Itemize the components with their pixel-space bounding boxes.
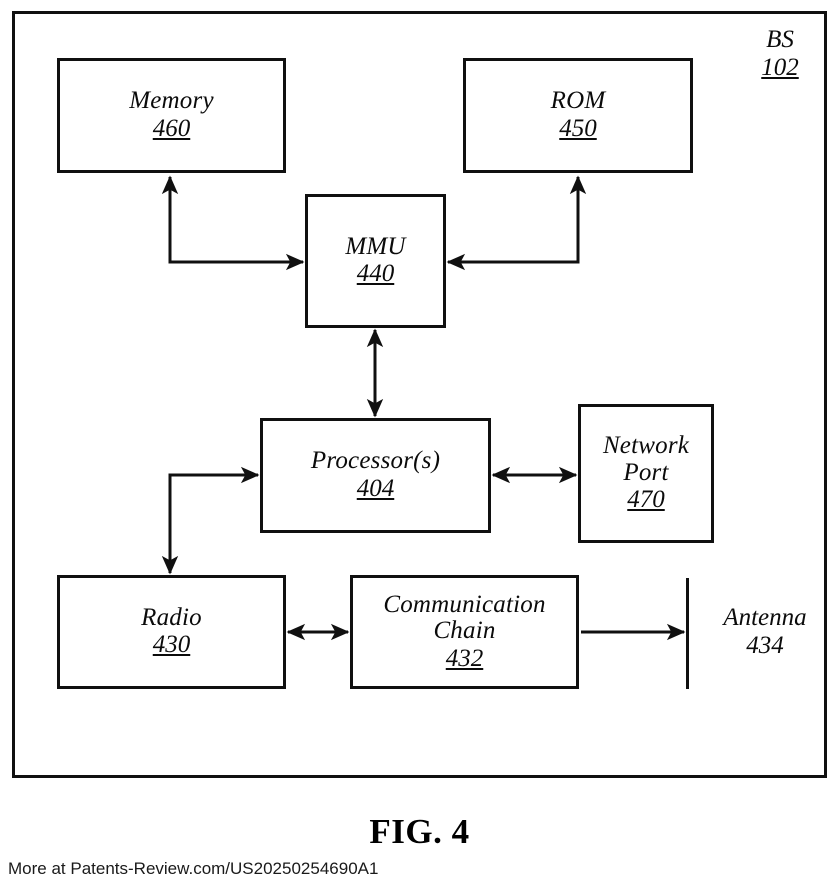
- antenna-label: Antenna: [723, 604, 807, 631]
- antenna-rod-icon: [686, 578, 689, 689]
- enclosure-callout-number: 102: [761, 53, 799, 81]
- block-mmu-number: 440: [356, 260, 395, 288]
- block-rom-label: ROM: [550, 87, 606, 115]
- block-processor-number: 404: [356, 474, 395, 502]
- block-mmu: MMU 440: [305, 194, 446, 328]
- block-communication-chain: Communication Chain 432: [350, 575, 579, 689]
- antenna-number: 434: [746, 631, 784, 659]
- block-communication-chain-number: 432: [445, 644, 484, 672]
- block-network-port-label-line2: Port: [623, 458, 669, 486]
- block-processor: Processor(s) 404: [260, 418, 491, 533]
- block-network-port-label-line1: Network: [602, 432, 690, 459]
- block-communication-chain-label-line1: Communication: [383, 590, 546, 618]
- block-network-port-number: 470: [627, 486, 665, 513]
- block-radio-number: 430: [152, 631, 191, 659]
- block-memory-number: 460: [152, 114, 191, 142]
- block-radio-label: Radio: [141, 603, 202, 631]
- block-rom: ROM 450: [463, 58, 693, 173]
- block-mmu-label: MMU: [345, 232, 406, 260]
- block-processor-label: Processor(s): [310, 447, 441, 475]
- source-watermark: More at Patents-Review.com/US20250254690…: [8, 859, 379, 878]
- block-memory: Memory 460: [57, 58, 286, 173]
- block-radio: Radio 430: [57, 575, 286, 689]
- block-memory-label: Memory: [129, 87, 214, 115]
- enclosure-callout-name: BS: [766, 26, 794, 53]
- block-network-port: Network Port 470: [578, 404, 714, 543]
- figure-caption: FIG. 4: [369, 812, 470, 851]
- block-communication-chain-label-line2: Chain: [433, 617, 496, 644]
- antenna-caption: Antenna 434: [700, 604, 830, 660]
- block-rom-number: 450: [559, 114, 597, 142]
- enclosure-callout-bs: BS 102: [744, 26, 816, 82]
